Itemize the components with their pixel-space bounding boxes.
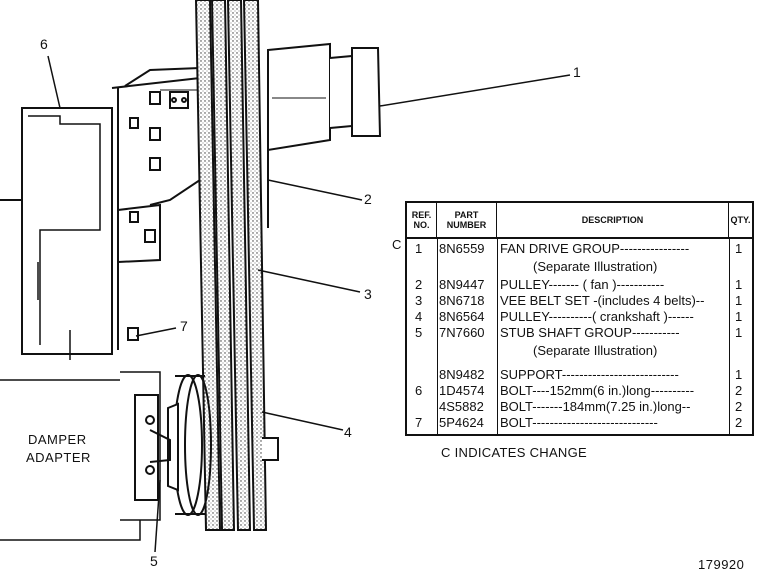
cell-qty: 2 — [735, 399, 743, 414]
table-row: 8N9482 SUPPORT---------------------------… — [407, 367, 752, 383]
table-row: (Separate Illustration) — [407, 343, 752, 359]
cell-description: BOLT-------184mm(7.25 in.)long-- — [500, 399, 691, 414]
column-divider — [729, 237, 730, 434]
cell-part-number: 8N9482 — [439, 367, 485, 382]
cell-ref-no: 3 — [415, 293, 423, 308]
figure-id: 179920 — [698, 557, 745, 572]
header-part-number: PART NUMBER — [437, 203, 497, 237]
cell-part-number: 1D4574 — [439, 383, 485, 398]
cell-part-number: 7N7660 — [439, 325, 485, 340]
callout-2: 2 — [364, 191, 372, 207]
table-row: 1 8N6559 FAN DRIVE GROUP---------------- 1 — [407, 241, 752, 257]
cell-ref-no: 1 — [415, 241, 423, 256]
cell-qty: 1 — [735, 241, 743, 256]
cell-part-number: 8N6718 — [439, 293, 485, 308]
cell-description: PULLEY------- ( fan )----------- — [500, 277, 665, 292]
cell-ref-no: 5 — [415, 325, 423, 340]
callout-3: 3 — [364, 286, 372, 302]
table-row: 5 7N7660 STUB SHAFT GROUP----------- 1 — [407, 325, 752, 341]
table-row: 3 8N6718 VEE BELT SET -(includes 4 belts)-… — [407, 293, 752, 309]
cell-part-number: 5P4624 — [439, 415, 484, 430]
table-row: 4 8N6564 PULLEY----------( crankshaft )---… — [407, 309, 752, 325]
cell-qty: 1 — [735, 293, 743, 308]
adapter-label: ADAPTER — [26, 450, 91, 465]
column-divider — [437, 237, 438, 434]
cell-qty: 1 — [735, 325, 743, 340]
cell-part-number: 4S5882 — [439, 399, 484, 414]
header-divider — [407, 237, 752, 239]
change-mark: C — [392, 237, 402, 252]
cell-description: STUB SHAFT GROUP----------- — [500, 325, 680, 340]
cell-qty: 1 — [735, 367, 743, 382]
cell-description: SUPPORT--------------------------- — [500, 367, 679, 382]
header-description: DESCRIPTION — [497, 203, 729, 237]
cell-description: VEE BELT SET -(includes 4 belts)-- — [500, 293, 705, 308]
change-note: C INDICATES CHANGE — [441, 445, 588, 460]
cell-ref-no: 6 — [415, 383, 423, 398]
column-divider — [497, 237, 498, 434]
header-qty: QTY. — [730, 215, 751, 225]
table-row: (Separate Illustration) — [407, 259, 752, 275]
cell-qty: 1 — [735, 277, 743, 292]
cell-ref-no: 2 — [415, 277, 423, 292]
cell-description: FAN DRIVE GROUP---------------- — [500, 241, 690, 256]
damper-label: DAMPER — [28, 432, 87, 447]
cell-qty: 2 — [735, 415, 743, 430]
cell-ref-no: 4 — [415, 309, 423, 324]
cell-qty: 2 — [735, 383, 743, 398]
cell-description: PULLEY----------( crankshaft )------ — [500, 309, 694, 324]
cell-description: (Separate Illustration) — [533, 259, 658, 274]
cell-part-number: 8N6564 — [439, 309, 485, 324]
table-row: 4S5882 BOLT-------184mm(7.25 in.)long-- 2 — [407, 399, 752, 415]
callout-6: 6 — [40, 36, 48, 52]
table-row: 6 1D4574 BOLT----152mm(6 in.)long---------… — [407, 383, 752, 399]
cell-description: BOLT----------------------------- — [500, 415, 658, 430]
callout-5: 5 — [150, 553, 158, 569]
cell-part-number: 8N6559 — [439, 241, 485, 256]
cell-qty: 1 — [735, 309, 743, 324]
callout-1: 1 — [573, 64, 581, 80]
callout-4: 4 — [344, 424, 352, 440]
cell-part-number: 8N9447 — [439, 277, 485, 292]
cell-description: BOLT----152mm(6 in.)long---------- — [500, 383, 695, 398]
table-row: 7 5P4624 BOLT-----------------------------… — [407, 415, 752, 431]
cell-ref-no: 7 — [415, 415, 423, 430]
callout-7: 7 — [180, 318, 188, 334]
cell-description: (Separate Illustration) — [533, 343, 658, 358]
header-ref-no: REF. NO. — [407, 203, 437, 237]
table-row: 2 8N9447 PULLEY------- ( fan )----------- 1 — [407, 277, 752, 293]
